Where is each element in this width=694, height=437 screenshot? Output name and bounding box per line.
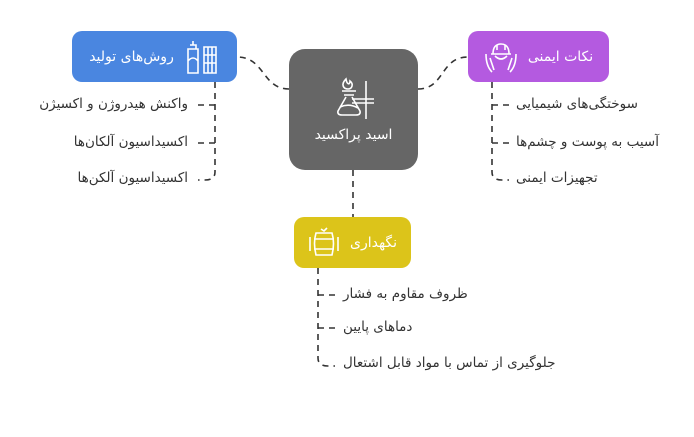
- barrel-icon: [309, 226, 339, 256]
- production-item: اکسیداسیون آلکن‌ها: [77, 170, 188, 186]
- safety-item: سوختگی‌های شیمیایی: [516, 96, 638, 112]
- connector-center-safety: [417, 56, 469, 90]
- flask-burner-icon: [336, 76, 374, 119]
- branch-production-label: روش‌های تولید: [89, 48, 174, 65]
- branch-safety-label: نکات ایمنی: [527, 48, 594, 65]
- storage-item: ظروف مقاوم به فشار: [343, 286, 468, 302]
- branch-storage-label: نگهداری: [349, 234, 398, 251]
- safety-item: آسیب به پوست و چشم‌ها: [516, 134, 659, 150]
- storage-item: جلوگیری از تماس با مواد قابل اشتعال: [343, 355, 556, 371]
- factory-icon: [187, 40, 217, 74]
- production-item: اکسیداسیون آلکان‌ها: [73, 134, 188, 150]
- branch-production[interactable]: روش‌های تولید: [72, 31, 237, 82]
- connector-safety-items: [491, 82, 509, 181]
- branch-safety[interactable]: نکات ایمنی: [468, 31, 609, 82]
- connector-production-items: [198, 82, 216, 181]
- hardhat-hands-icon: [485, 42, 517, 73]
- center-node[interactable]: اسید پراکسید: [289, 49, 418, 170]
- connector-storage-items: [317, 268, 335, 367]
- branch-storage[interactable]: نگهداری: [294, 217, 411, 268]
- connector-center-production: [236, 56, 290, 90]
- safety-item: تجهیزات ایمنی: [516, 170, 598, 186]
- storage-item: دماهای پایین: [343, 319, 413, 335]
- production-item: واکنش هیدروژن و اکسیژن: [39, 96, 188, 112]
- center-label: اسید پراکسید: [314, 126, 393, 143]
